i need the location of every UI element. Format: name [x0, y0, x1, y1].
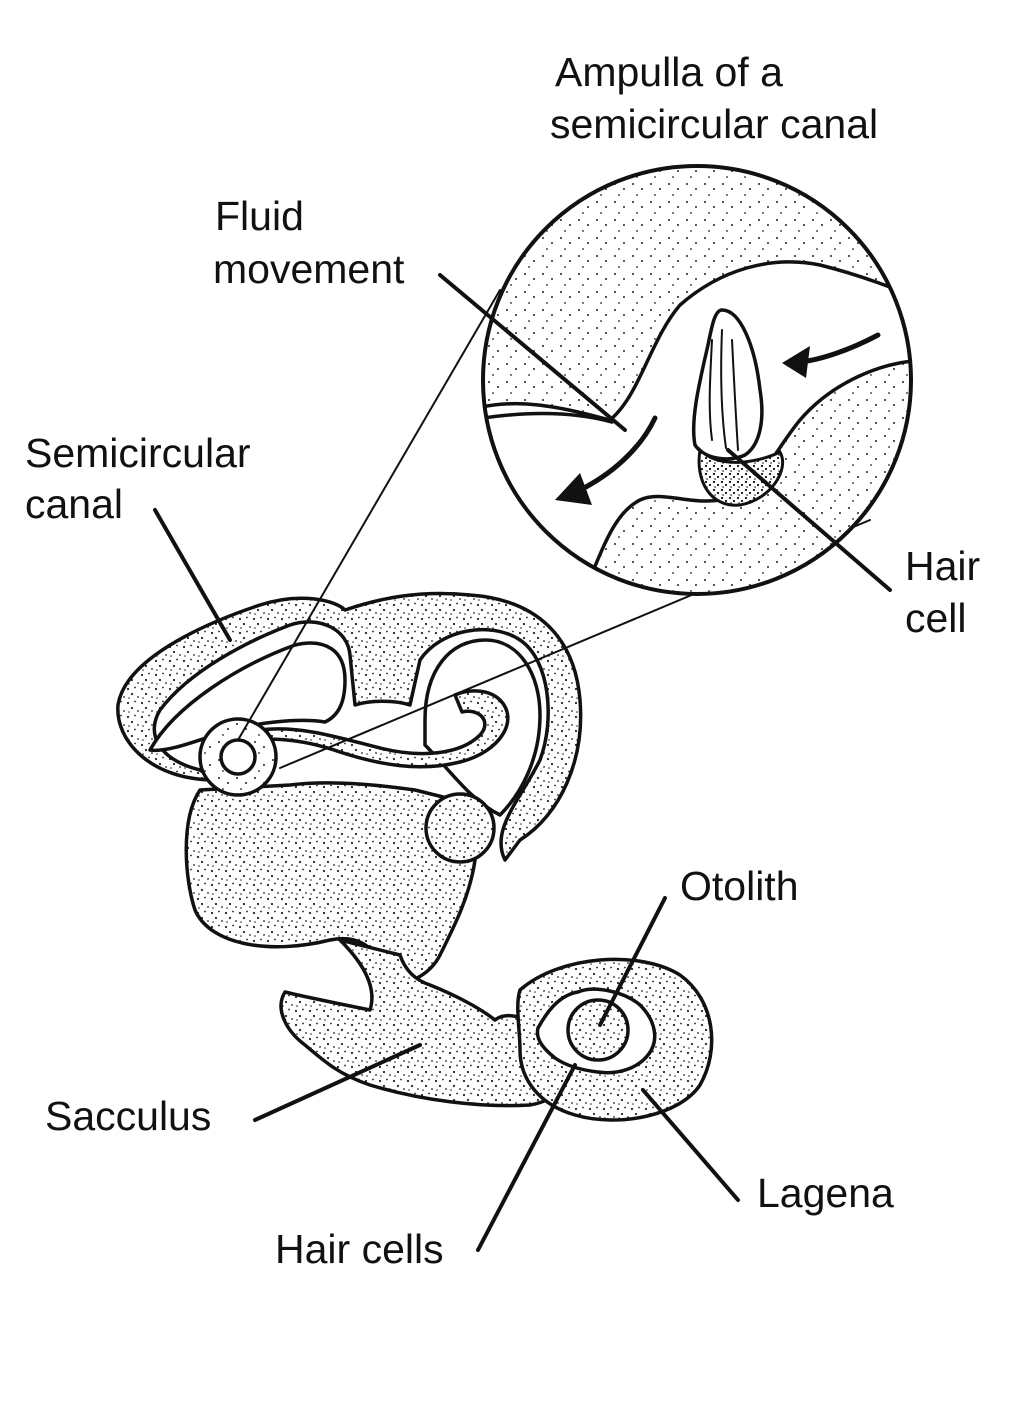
label-sacculus: Sacculus — [45, 1093, 211, 1139]
canal-opening-right — [423, 638, 542, 817]
leader-lines — [153, 273, 892, 1252]
ampulla-magnification — [237, 164, 913, 769]
semicircular-canal-outer — [116, 591, 583, 862]
leader-hair-cells — [476, 1063, 577, 1252]
label-semicircular-line2: canal — [25, 481, 123, 527]
sacculus — [279, 938, 566, 1108]
label-hair-cell-line2: cell — [905, 595, 967, 641]
label-lagena: Lagena — [757, 1170, 894, 1216]
label-hair-cell-line1: Hair — [905, 543, 980, 589]
otolith-shape — [566, 998, 630, 1062]
ampulla-circle-border — [481, 164, 913, 596]
labels: Ampulla of a semicircular canal Fluid mo… — [25, 49, 980, 1272]
leader-otolith — [598, 896, 667, 1027]
label-hair-cells: Hair cells — [275, 1226, 444, 1272]
leader-semicircular-canal — [153, 508, 232, 642]
label-fluid-line2: movement — [213, 246, 405, 292]
flow-arrow-left — [577, 415, 658, 493]
leader-hair-cell — [726, 448, 892, 592]
ampulla-left-opening — [219, 738, 257, 776]
label-semicircular-line1: Semicircular — [25, 430, 251, 476]
inner-ear-body — [116, 591, 714, 1122]
leader-fluid-movement — [438, 273, 627, 432]
leader-lagena — [641, 1088, 740, 1202]
label-otolith: Otolith — [680, 863, 799, 909]
label-ampulla-line1: Ampulla of a — [555, 49, 783, 95]
zoom-line-top — [237, 289, 501, 741]
ampulla-right — [424, 792, 496, 864]
label-fluid-line1: Fluid — [215, 193, 304, 239]
label-ampulla-line2: semicircular canal — [550, 101, 878, 147]
leader-sacculus — [253, 1043, 422, 1122]
